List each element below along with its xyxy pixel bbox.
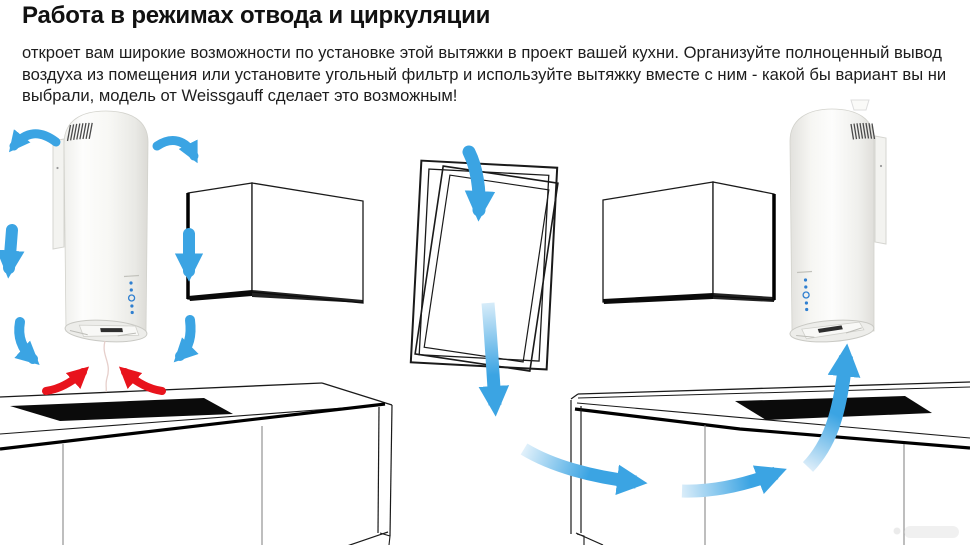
hood-body <box>789 108 875 332</box>
cooktop-left <box>10 398 233 421</box>
arrow-top-right <box>152 136 199 164</box>
window-airflow-arrows-icon <box>462 145 510 417</box>
arrow-across-floor-1 <box>520 443 648 496</box>
red-arrow-right <box>118 366 166 395</box>
control-panel <box>123 274 140 315</box>
wall-cabinet-right <box>602 181 776 304</box>
island-hood-right <box>789 99 887 343</box>
red-arrow-left <box>42 366 90 395</box>
duct-stub <box>850 99 870 111</box>
counter-right <box>570 381 970 545</box>
arrow-top-left <box>8 129 61 153</box>
arrow-curve-bottom-left <box>14 317 40 365</box>
open-window <box>409 159 559 372</box>
island-hood-left <box>52 110 149 393</box>
filter-slot <box>100 328 123 333</box>
control-panel <box>796 270 813 312</box>
counter-left <box>0 382 393 545</box>
arrow-below-window <box>478 302 510 417</box>
watermark <box>893 526 959 538</box>
wall-bracket <box>874 135 887 245</box>
intake-arrows-icon <box>42 366 166 395</box>
header: Работа в режимах отвода и циркуляции отк… <box>22 2 958 107</box>
power-cord <box>103 340 109 393</box>
wall-cabinet-left <box>186 182 364 304</box>
description-text: откроет вам широкие возможности по устан… <box>22 43 947 105</box>
vent-slits-icon <box>850 122 876 140</box>
filter-slot <box>817 325 843 333</box>
arrow-down-left <box>0 224 25 279</box>
exhaust-airflow-arrows-icon <box>520 343 861 498</box>
vent-slits-icon <box>66 122 93 142</box>
page-title: Работа в режимах отвода и циркуляции <box>22 2 491 29</box>
hood-body <box>63 110 149 332</box>
arrow-across-floor-2 <box>681 465 787 498</box>
circulation-arrows-icon <box>0 129 204 365</box>
wall-bracket <box>52 138 65 250</box>
arrow-up-into-hood <box>802 343 861 472</box>
arrow-into-window <box>462 145 496 222</box>
arrow-curve-bottom-right <box>173 315 199 363</box>
